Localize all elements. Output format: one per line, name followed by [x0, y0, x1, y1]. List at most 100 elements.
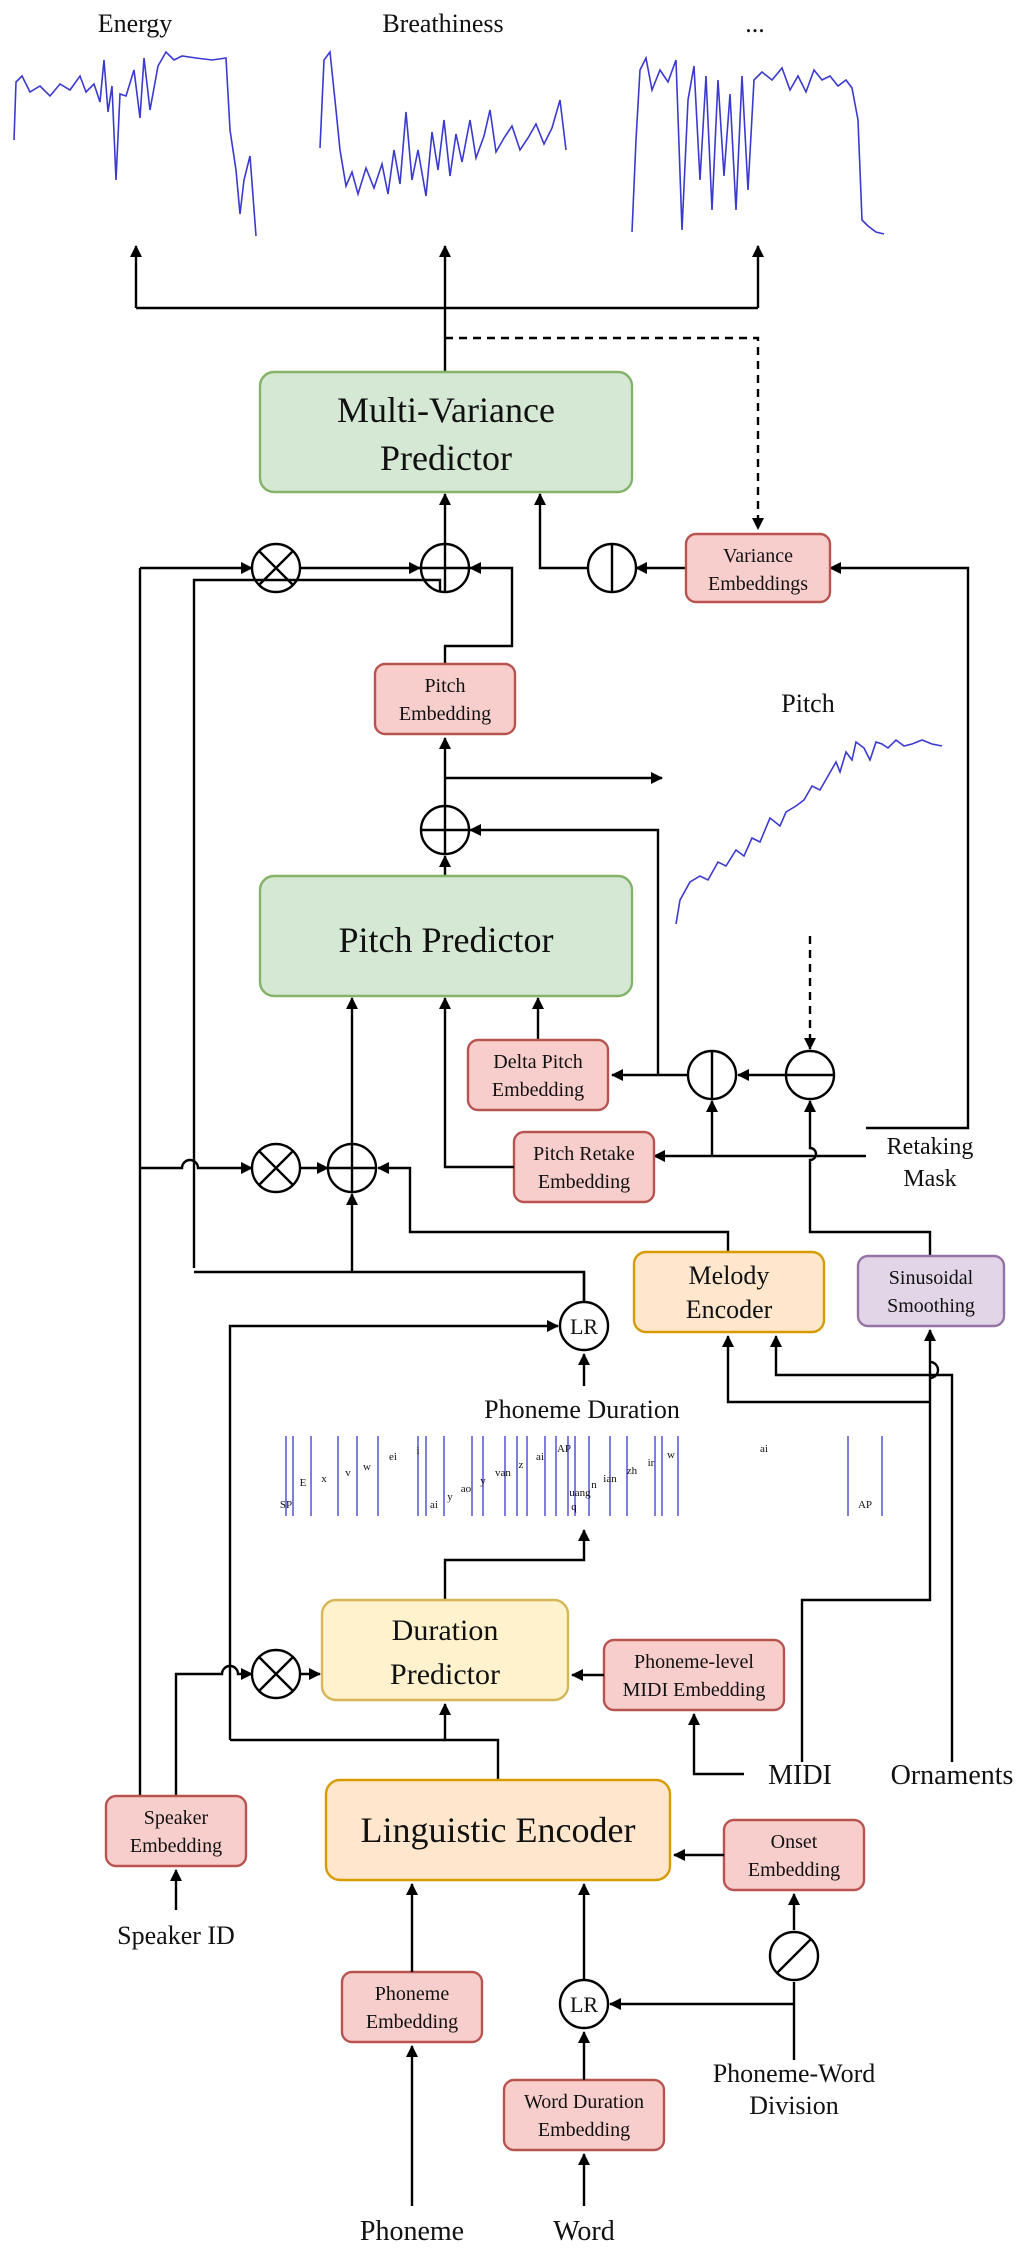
pitch-retake-embedding-label: Pitch Retake	[533, 1143, 635, 1165]
ling-to-dp	[439, 1703, 500, 1780]
phoneme-tag: v	[345, 1467, 351, 1479]
multi-variance-predictor-label-2: Predictor	[380, 438, 512, 478]
sum-cross-top	[421, 544, 469, 592]
phoneme-tag: x	[321, 1473, 327, 1485]
sinusoidal-smoothing-label-2: Smoothing	[887, 1295, 975, 1317]
word-input-label: Word	[553, 2216, 615, 2247]
pitch-embedding-label: Pitch	[424, 675, 465, 697]
retaking-mask-label-2: Mask	[903, 1166, 956, 1192]
pitch-curve	[675, 738, 943, 925]
phoneme-tag: ir	[648, 1457, 655, 1469]
phoneme-embedding-label-2: Embedding	[366, 2011, 458, 2033]
pitch-embedding-label-2: Embedding	[399, 703, 491, 725]
midi-to-smoothing	[800, 1329, 936, 1762]
phoneme-tag: uang	[569, 1487, 591, 1499]
ellipsis-label: ...	[745, 9, 765, 38]
retake-to-variance-emb	[829, 562, 970, 1130]
phoneme-tag: AP	[557, 1443, 571, 1455]
speaker-to-mult-low	[140, 1158, 253, 1174]
energy-label: Energy	[98, 9, 173, 38]
linguistic-encoder	[324, 1778, 672, 1882]
delta-pitch-embedding	[466, 1038, 610, 1112]
onset-embedding-label: Onset	[771, 1831, 818, 1853]
variance-embeddings-label-2: Embeddings	[708, 573, 808, 595]
phoneme-tag: van	[495, 1467, 511, 1479]
multi-variance-predictor-label: Multi-Variance	[337, 390, 555, 430]
phoneme-input-label: Phoneme	[360, 2216, 464, 2247]
phoneme-tag: ai	[536, 1451, 544, 1463]
speaker-embedding-label: Speaker	[144, 1807, 209, 1829]
lr-to-sum-low	[194, 1194, 586, 1310]
midi-to-midi-emb	[688, 1713, 744, 1776]
multiply-cross-dur	[258, 1656, 294, 1692]
phoneme-midi-embedding-label-2: MIDI Embedding	[623, 1679, 766, 1701]
split-mid-to-sum-mid	[469, 824, 660, 1074]
pitch-retake-embedding-label-2: Embedding	[538, 1171, 630, 1193]
breathiness-curve	[319, 49, 567, 197]
pitch-embedding	[373, 662, 517, 736]
phoneme-midi-embedding-label: Phoneme-level	[634, 1651, 754, 1673]
phoneme-tag: y	[447, 1491, 453, 1503]
speaker-embedding-label-2: Embedding	[130, 1835, 222, 1857]
phoneme-tag: n	[591, 1479, 597, 1491]
phoneme-tag: i	[416, 1445, 419, 1457]
delta-pitch-embedding-label-2: Embedding	[492, 1079, 584, 1101]
duration-predictor	[320, 1598, 570, 1702]
speaker-id-label: Speaker ID	[117, 1921, 235, 1950]
midi-label: MIDI	[768, 1760, 832, 1791]
duration-up-to-plot	[443, 1529, 590, 1600]
multiply-cross-low	[258, 1150, 294, 1186]
third-variance-curve	[631, 55, 885, 235]
variance-embeddings-label: Variance	[723, 545, 793, 567]
retaking-mask-label: Retaking	[887, 1134, 974, 1160]
energy-curve	[13, 50, 257, 237]
duration-predictor-label: Duration	[392, 1614, 499, 1647]
delta-pitch-embedding-label: Delta Pitch	[493, 1051, 582, 1073]
split-to-mvp	[534, 493, 590, 570]
lr-to-sum-top	[192, 578, 442, 1268]
sinusoidal-smoothing	[856, 1254, 1006, 1328]
word-duration-embedding-label: Word Duration	[524, 2091, 644, 2113]
phoneme-word-division-label: Phoneme-Word	[713, 2059, 876, 2088]
linguistic-encoder-label: Linguistic Encoder	[361, 1810, 636, 1850]
ling-to-lr-upper	[228, 1320, 559, 1740]
word-duration-embedding-label-2: Embedding	[538, 2119, 630, 2141]
phoneme-tag: ao	[461, 1483, 472, 1495]
phoneme-tag: ian	[603, 1473, 617, 1485]
duration-predictor-label-2: Predictor	[390, 1658, 500, 1691]
phoneme-tag: w	[667, 1449, 675, 1461]
breathiness-label: Breathiness	[382, 9, 503, 38]
phoneme-tag: w	[363, 1461, 371, 1473]
ornaments-label: Ornaments	[891, 1760, 1014, 1791]
ornaments-to-melody	[770, 1335, 954, 1762]
phoneme-tag: ei	[389, 1451, 397, 1463]
phoneme-tag: SP	[280, 1499, 292, 1511]
phoneme-alignment-plot	[285, 1436, 883, 1516]
multi-variance-predictor	[258, 370, 634, 494]
phoneme-tag: ai	[760, 1443, 768, 1455]
length-regulator-upper-label: LR	[570, 1314, 598, 1339]
phoneme-tag: ai	[430, 1499, 438, 1511]
retake-emb-to-pp	[439, 997, 514, 1169]
phoneme-tag: zh	[627, 1465, 638, 1477]
melody-encoder-label: Melody	[689, 1261, 770, 1290]
phoneme-embedding-label: Phoneme	[375, 1983, 450, 2005]
speaker-to-mult-dur	[174, 1664, 253, 1796]
length-regulator-lower-label: LR	[570, 1992, 598, 2017]
speaker-embedding	[104, 1794, 248, 1868]
melody-encoder-label-2: Encoder	[686, 1295, 773, 1324]
phoneme-tag: z	[519, 1459, 524, 1471]
slash-bar	[776, 1938, 812, 1974]
phoneme-tag: y	[480, 1475, 486, 1487]
variance-embeddings	[684, 532, 832, 604]
sum-cross-mid	[421, 806, 469, 854]
pitch-curve-label: Pitch	[781, 689, 834, 718]
pitch-predictor	[258, 874, 634, 998]
phoneme-tag: E	[300, 1477, 307, 1489]
phoneme-tag: q	[571, 1501, 577, 1513]
melody-to-sum-low	[377, 1162, 730, 1252]
phoneme-tag: AP	[858, 1499, 872, 1511]
variance-retake-dashed	[445, 336, 764, 530]
pitch-predictor-label: Pitch Predictor	[339, 920, 554, 960]
phoneme-duration-label: Phoneme Duration	[484, 1395, 680, 1424]
